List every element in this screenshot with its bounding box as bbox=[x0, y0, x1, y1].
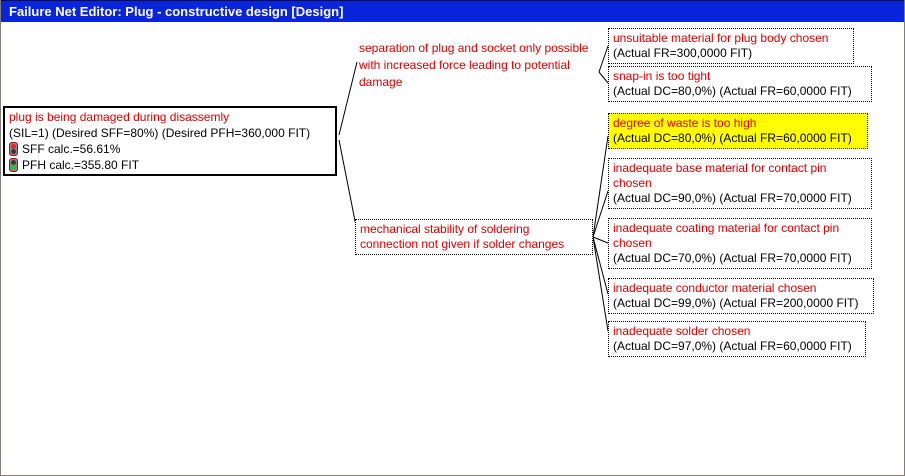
connector-line bbox=[592, 135, 609, 238]
node-top-failure[interactable]: plug is being damaged during disassemly … bbox=[3, 106, 337, 176]
cause-detail: (Actual DC=97,0%) (Actual FR=60,0000 FIT… bbox=[613, 339, 852, 353]
node-cause-base-material-contact-pin[interactable]: inadequate base material for contact pin… bbox=[608, 158, 872, 209]
failure-title: plug is being damaged during disassemly bbox=[9, 110, 230, 124]
cause-title: inadequate coating material for contact … bbox=[613, 221, 840, 250]
connector-line bbox=[592, 236, 609, 295]
connector-line bbox=[592, 236, 609, 332]
cause-detail: (Actual FR=300,0000 FIT) bbox=[613, 46, 753, 60]
cause-detail: (Actual DC=80,0%) (Actual FR=60,0000 FIT… bbox=[613, 84, 852, 98]
cause-text: separation of plug and socket only possi… bbox=[359, 41, 589, 89]
cause-detail: (Actual DC=99,0%) (Actual FR=200,0000 FI… bbox=[613, 296, 859, 310]
cause-detail: (Actual DC=70,0%) (Actual FR=70,0000 FIT… bbox=[613, 251, 852, 265]
node-cause-soldering-stability[interactable]: mechanical stability of soldering connec… bbox=[355, 219, 593, 255]
cause-detail: (Actual DC=80,0%) (Actual FR=60,0000 FIT… bbox=[613, 131, 852, 145]
connector-line bbox=[592, 236, 609, 244]
pfh-calc-value: PFH calc.=355.80 FIT bbox=[22, 158, 140, 172]
failure-params: (SIL=1) (Desired SFF=80%) (Desired PFH=3… bbox=[9, 126, 311, 140]
cause-title: unsuitable material for plug body chosen bbox=[613, 31, 829, 45]
node-cause-snap-in-too-tight[interactable]: snap-in is too tight (Actual DC=80,0%) (… bbox=[608, 66, 872, 102]
pfh-metric-row: PFH calc.=355.80 FIT bbox=[9, 157, 331, 173]
node-cause-degree-of-waste[interactable]: degree of waste is too high (Actual DC=8… bbox=[608, 113, 868, 149]
node-cause-separation[interactable]: separation of plug and socket only possi… bbox=[357, 40, 603, 91]
cause-title: degree of waste is too high bbox=[613, 116, 757, 130]
connector-line bbox=[338, 139, 358, 232]
node-cause-coating-material-contact-pin[interactable]: inadequate coating material for contact … bbox=[608, 218, 872, 269]
cause-detail: (Actual DC=90,0%) (Actual FR=70,0000 FIT… bbox=[613, 191, 852, 205]
connector-line bbox=[592, 190, 609, 238]
window-title: Failure Net Editor: Plug - constructive … bbox=[9, 4, 344, 19]
cause-text: mechanical stability of soldering connec… bbox=[360, 222, 565, 251]
node-cause-unsuitable-plug-material[interactable]: unsuitable material for plug body chosen… bbox=[608, 28, 854, 64]
cause-title: inadequate solder chosen bbox=[613, 324, 751, 338]
node-cause-conductor-material[interactable]: inadequate conductor material chosen (Ac… bbox=[608, 278, 874, 314]
failure-net-canvas: plug is being damaged during disassemly … bbox=[1, 22, 904, 475]
cause-title: inadequate conductor material chosen bbox=[613, 281, 817, 295]
connector-line bbox=[338, 61, 358, 136]
sff-calc-value: SFF calc.=56.61% bbox=[22, 142, 121, 156]
traffic-light-green-icon bbox=[9, 158, 18, 172]
cause-title: snap-in is too tight bbox=[613, 69, 711, 83]
sff-metric-row: SFF calc.=56.61% bbox=[9, 141, 331, 157]
window-titlebar: Failure Net Editor: Plug - constructive … bbox=[1, 0, 904, 22]
traffic-light-red-icon bbox=[9, 142, 18, 156]
node-cause-inadequate-solder[interactable]: inadequate solder chosen (Actual DC=97,0… bbox=[608, 321, 866, 357]
cause-title: inadequate base material for contact pin… bbox=[613, 161, 827, 190]
